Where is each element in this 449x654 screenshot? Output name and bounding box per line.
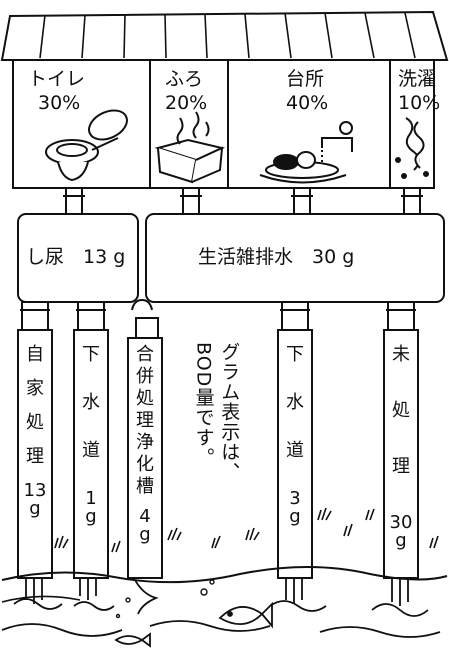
room-name-bath: ふろ [165,68,204,90]
river-bank-lower [1,595,81,603]
grass-tufts [54,507,439,553]
bubbles [115,579,215,619]
pipe-char: 浄 [136,432,154,453]
pipe-char: 処 [136,388,154,409]
room-drain-pipes [63,187,423,215]
pipe-char: 下 [82,344,100,365]
pipe-char: 道 [82,440,100,461]
household-wastewater-box-label: 生活雑排水 30 g [198,246,355,268]
fish-icon [114,601,273,648]
room-name-kitchen: 台所 [286,68,325,90]
room-name-toilet: トイレ [28,68,86,90]
pipe-char: 合 [136,344,154,365]
pipe-char: 理 [392,456,410,477]
laundry-icon [395,117,429,179]
pipe-label-sewer-1: 下 水 道 1 g [76,346,106,526]
pipe-char: 水 [82,392,100,413]
pipe-char: 併 [136,366,154,387]
bathtub-icon [154,111,226,184]
pipe-char: 道 [286,440,304,461]
pipe-amount: 4 g [139,508,150,544]
pipe-label-johkasou: 合 併 処 理 浄 化 槽 4 g [130,346,160,544]
night-soil-box-label: し尿 13 g [26,246,126,268]
pipe-amount: 1 g [85,490,96,526]
discharge-pipes [17,298,419,579]
pipe-char: 理 [26,446,44,467]
room-pct-kitchen: 40% [286,92,329,114]
pipe-label-untreated: 未 処 理 30 g [386,346,416,550]
pipe-unit: g [395,530,407,551]
toilet-icon [45,109,128,182]
bod-note-line2: BOD量です。 [192,342,215,468]
pipe-amount: 13 g [24,482,47,518]
pipe-value: 13 [23,480,47,501]
pipe-char: 下 [286,344,304,365]
pipe-unit: g [85,506,97,527]
pipe-amount: 30 g [390,514,413,550]
bod-note: グラム表示は、 BOD量です。 [190,342,241,502]
pipe-value: 3 [289,488,301,509]
roof [0,10,449,61]
pipe-char: 自 [26,344,44,365]
pipe-char: 理 [136,410,154,431]
room-pct-toilet: 30% [38,92,81,114]
pipe-char: 処 [392,400,410,421]
pipe-value: 30 [389,512,413,533]
pipe-label-sewer-2: 下 水 道 3 g [280,346,310,526]
pipe-unit: g [139,524,151,545]
pipe-char: 未 [392,344,410,365]
pipe-char: 化 [136,454,154,475]
kitchen-faucet-icon [259,121,353,184]
river-bank [1,566,448,584]
pipe-char: 水 [286,392,304,413]
water-splashes [1,577,441,638]
room-name-laundry: 洗濯 [398,68,437,90]
pipe-unit: g [29,498,41,519]
pipe-char: 家 [26,378,44,399]
pipe-value: 1 [85,488,97,509]
bod-note-line1: グラム表示は、 [218,342,241,482]
room-pct-bath: 20% [165,92,208,114]
pipe-value: 4 [139,506,151,527]
pipe-amount: 3 g [289,490,300,526]
pipe-char: 槽 [136,476,154,497]
room-pct-laundry: 10% [398,92,441,114]
pipe-unit: g [289,506,301,527]
pipe-label-self-treatment: 自 家 処 理 13 g [20,346,50,518]
pipe-char: 処 [26,412,44,433]
collection-boxes [17,213,445,303]
house-rooms [12,59,435,189]
